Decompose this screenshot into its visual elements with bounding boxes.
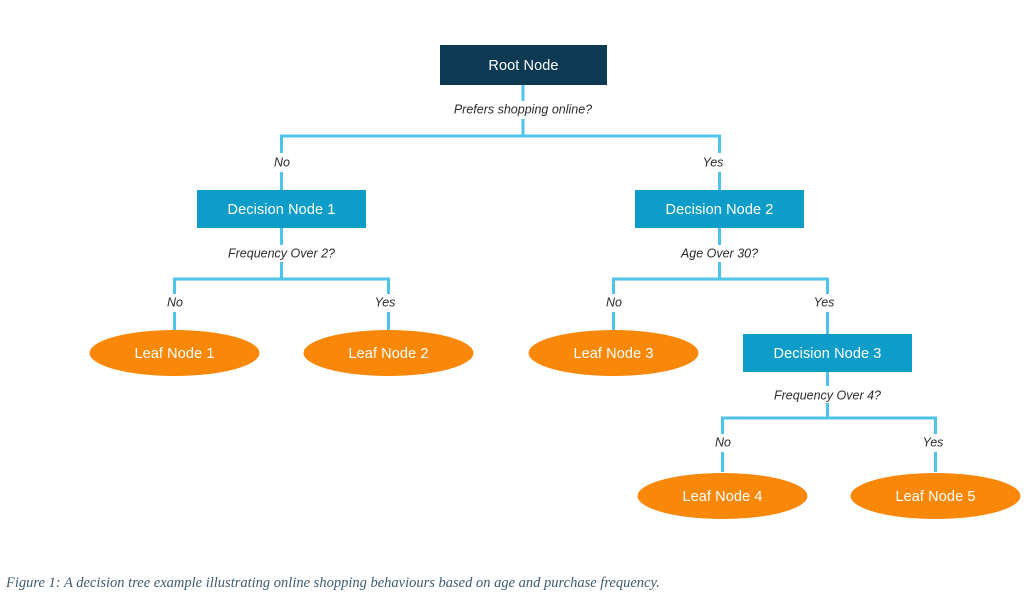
node-leaf-5-label: Leaf Node 5 [895, 489, 975, 505]
node-decision-2[interactable]: Decision Node 2 [635, 190, 804, 228]
decision-tree-canvas: Prefers shopping online? Frequency Over … [89, 45, 1021, 519]
branch-label-decision-1-no: No [167, 295, 183, 309]
branch-label-root-no: No [274, 155, 290, 169]
node-decision-1[interactable]: Decision Node 1 [197, 190, 366, 228]
node-root-label: Root Node [488, 58, 558, 74]
node-decision-2-label: Decision Node 2 [666, 202, 774, 218]
node-decision-3-label: Decision Node 3 [774, 346, 882, 362]
branch-label-decision-1-yes: Yes [375, 295, 396, 309]
node-leaf-1-shape[interactable] [89, 330, 260, 376]
node-leaf-3-label: Leaf Node 3 [573, 346, 653, 362]
node-leaf-5-shape[interactable] [850, 473, 1021, 519]
branch-label-decision-3-yes: Yes [923, 435, 944, 449]
node-decision-1-shape[interactable] [197, 190, 366, 228]
question-root: Prefers shopping online? [454, 102, 592, 116]
branch-label-decision-2-no: No [606, 295, 622, 309]
question-decision-2: Age Over 30? [680, 246, 758, 260]
node-leaf-3-shape[interactable] [528, 330, 699, 376]
node-leaf-5[interactable]: Leaf Node 5 [850, 473, 1021, 519]
node-root-shape[interactable] [440, 45, 607, 85]
branch-label-root-yes: Yes [703, 155, 724, 169]
branch-label-layer: No Yes No Yes No Yes No Yes [167, 155, 943, 449]
node-leaf-1[interactable]: Leaf Node 1 [89, 330, 260, 376]
node-leaf-2-shape[interactable] [303, 330, 474, 376]
node-decision-3-shape[interactable] [743, 334, 912, 372]
node-leaf-4[interactable]: Leaf Node 4 [637, 473, 808, 519]
question-label-layer: Prefers shopping online? Frequency Over … [228, 102, 881, 402]
node-leaf-1-label: Leaf Node 1 [134, 346, 214, 362]
question-decision-1: Frequency Over 2? [228, 246, 335, 260]
node-decision-1-label: Decision Node 1 [228, 202, 336, 218]
branch-label-decision-2-yes: Yes [814, 295, 835, 309]
node-leaf-4-shape[interactable] [637, 473, 808, 519]
question-decision-3: Frequency Over 4? [774, 388, 881, 402]
node-leaf-4-label: Leaf Node 4 [682, 489, 762, 505]
node-decision-2-shape[interactable] [635, 190, 804, 228]
node-decision-3[interactable]: Decision Node 3 [743, 334, 912, 372]
node-leaf-3[interactable]: Leaf Node 3 [528, 330, 699, 376]
node-leaf-2-label: Leaf Node 2 [348, 346, 428, 362]
connector-layer [173, 85, 937, 472]
branch-label-decision-3-no: No [715, 435, 731, 449]
figure-caption: Figure 1: A decision tree example illust… [6, 575, 660, 591]
node-leaf-2[interactable]: Leaf Node 2 [303, 330, 474, 376]
node-root[interactable]: Root Node [440, 45, 607, 85]
